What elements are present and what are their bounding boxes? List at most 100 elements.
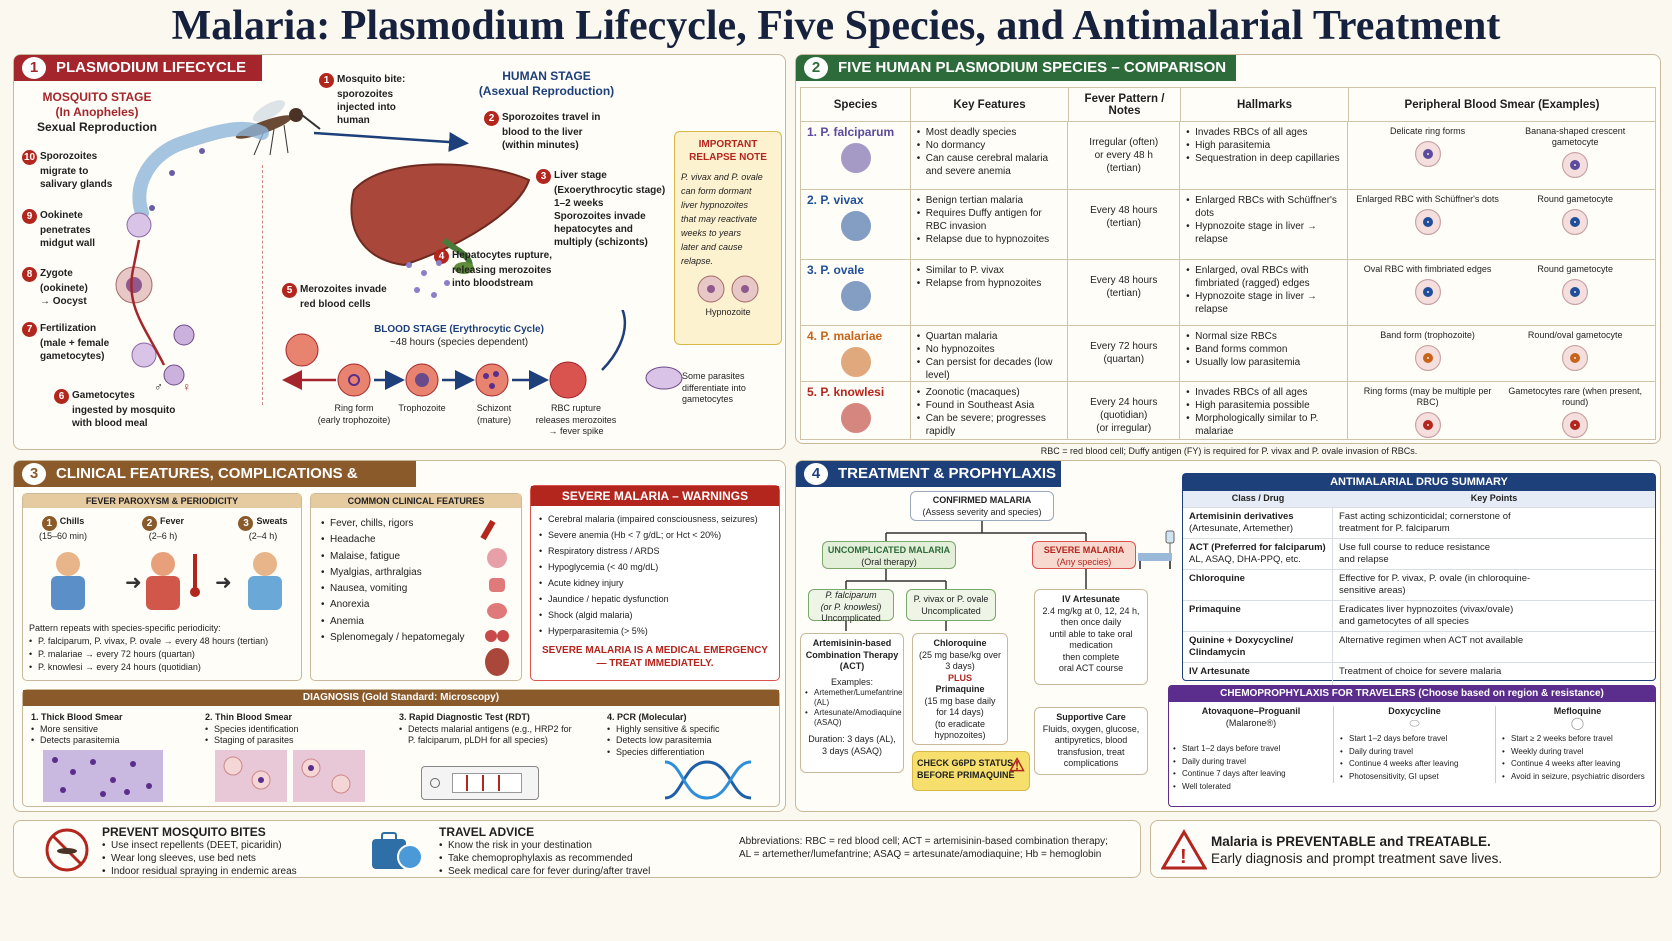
pill-icon: ◯ [1570, 715, 1585, 730]
page-title: Malaria: Plasmodium Lifecycle, Five Spec… [171, 3, 1501, 49]
travel-advice: TRAVEL ADVICEKnow the risk in your desti… [439, 825, 719, 878]
divider-dashed [262, 165, 263, 405]
species-name: 3. P. ovale [807, 263, 865, 277]
abbreviations: Abbreviations: RBC = red blood cell; ACT… [739, 836, 1108, 860]
svg-text:➜: ➜ [215, 572, 232, 594]
species-rows: 1. P. falciparumMost deadly speciesNo do… [800, 122, 1656, 440]
cycle-label-ring: Ring form(early trophozoite) [317, 403, 391, 425]
prevention-bar: PREVENT MOSQUITO BITESUse insect repelle… [13, 820, 1141, 878]
warning-icon: ⚠ [1008, 755, 1025, 775]
smear-cell-icon [1414, 279, 1441, 305]
species-row: 4. P. malariaeQuartan malariaNo hypnozoi… [800, 326, 1656, 382]
thin-smear-image [215, 750, 365, 802]
chemoprophylaxis: CHEMOPROPHYLAXIS FOR TRAVELERS (Choose b… [1168, 685, 1656, 807]
species-table: Species Key Features Fever Pattern / Not… [800, 87, 1656, 122]
severe-box: SEVERE MALARIA(Any species) [1032, 541, 1136, 569]
drug-row: ACT (Preferred for falciparum)AL, ASAQ, … [1183, 538, 1655, 569]
mosquito-stage-title: MOSQUITO STAGE(In Anopheles)Sexual Repro… [36, 90, 158, 134]
col-features: Key Features [910, 87, 1069, 122]
col-fever: Fever Pattern / Notes [1068, 87, 1181, 122]
suitcase-globe-icon [372, 832, 423, 870]
smear-cell-icon [1414, 345, 1441, 371]
mosquito-cycle-cells: ♂♀ [115, 212, 195, 394]
warning-triangle-icon: ! [1161, 829, 1207, 870]
diagnosis-box: DIAGNOSIS (Gold Standard: Microscopy) 1.… [22, 689, 780, 807]
rdt-cassette [421, 766, 539, 800]
species-row: 2. P. vivaxBenign tertian malariaRequire… [800, 190, 1656, 260]
dna-icon [664, 760, 752, 800]
blood-stage-title: BLOOD STAGE (Erythrocytic Cycle)~48 hour… [374, 324, 544, 348]
smear-cell-icon [1562, 209, 1589, 235]
liver-illustration [350, 163, 531, 274]
mosquito-gut-illustration [132, 121, 269, 220]
col-species: Species [800, 87, 911, 122]
confirmed-malaria-box: CONFIRMED MALARIA(Assess severity and sp… [910, 491, 1054, 521]
key-message: ! Malaria is PREVENTABLE and TREATABLE.E… [1150, 820, 1661, 878]
blood-cycle-diagram [282, 310, 683, 399]
col-smear: Peripheral Blood Smear (Examples) [1348, 87, 1656, 122]
prevent-bites: PREVENT MOSQUITO BITESUse insect repelle… [102, 825, 402, 878]
common-features-box: COMMON CLINICAL FEATURES Fever, chills, … [310, 493, 522, 681]
svg-text:!: ! [1180, 846, 1187, 868]
species-row: 3. P. ovaleSimilar to P. vivaxRelapse fr… [800, 260, 1656, 326]
species-cell-icon [841, 281, 871, 311]
species-name: 5. P. knowlesi [807, 385, 885, 399]
emergency-note: SEVERE MALARIA IS A MEDICAL EMERGENCY— T… [542, 645, 768, 669]
smear-cell-icon [1414, 141, 1441, 167]
species-cell-icon [841, 143, 871, 173]
smear-cell-icon [1414, 412, 1441, 438]
smear-cell-icon [1562, 152, 1589, 178]
species-cell-icon [841, 403, 871, 433]
cycle-label-schizont: Schizont(mature) [476, 403, 512, 425]
drug-row: Artemisinin derivatives(Artesunate, Arte… [1183, 507, 1655, 538]
thick-smear-image [43, 750, 163, 802]
svg-text:➜: ➜ [125, 572, 142, 594]
hypnozoite-icon [697, 275, 759, 303]
species-cell-icon [841, 347, 871, 377]
smear-cell-icon [1562, 279, 1589, 305]
species-name: 1. P. falciparum [807, 125, 895, 139]
smear-cell-icon [1562, 412, 1589, 438]
species-row: 5. P. knowlesiZoonotic (macaques)Found i… [800, 382, 1656, 440]
species-name: 4. P. malariae [807, 329, 883, 343]
hospital-bed-icon [1138, 530, 1175, 569]
organ-icons [480, 519, 509, 676]
capsule-icon: ⬭ [1409, 715, 1420, 730]
uncomplicated-box: UNCOMPLICATED MALARIA(Oral therapy) [822, 541, 956, 569]
col-hallmarks: Hallmarks [1180, 87, 1349, 122]
human-stage-title: HUMAN STAGE(Asexual Reproduction) [478, 69, 615, 98]
svg-text:♀: ♀ [182, 380, 191, 394]
fever-phases-illustration: ➜ ➜ [51, 552, 282, 610]
species-row: 1. P. falciparumMost deadly speciesNo do… [800, 122, 1656, 190]
species-footnote: RBC = red blood cell; Duffy antigen (FY)… [1040, 446, 1418, 456]
treatment-flow-lines [845, 521, 1087, 755]
